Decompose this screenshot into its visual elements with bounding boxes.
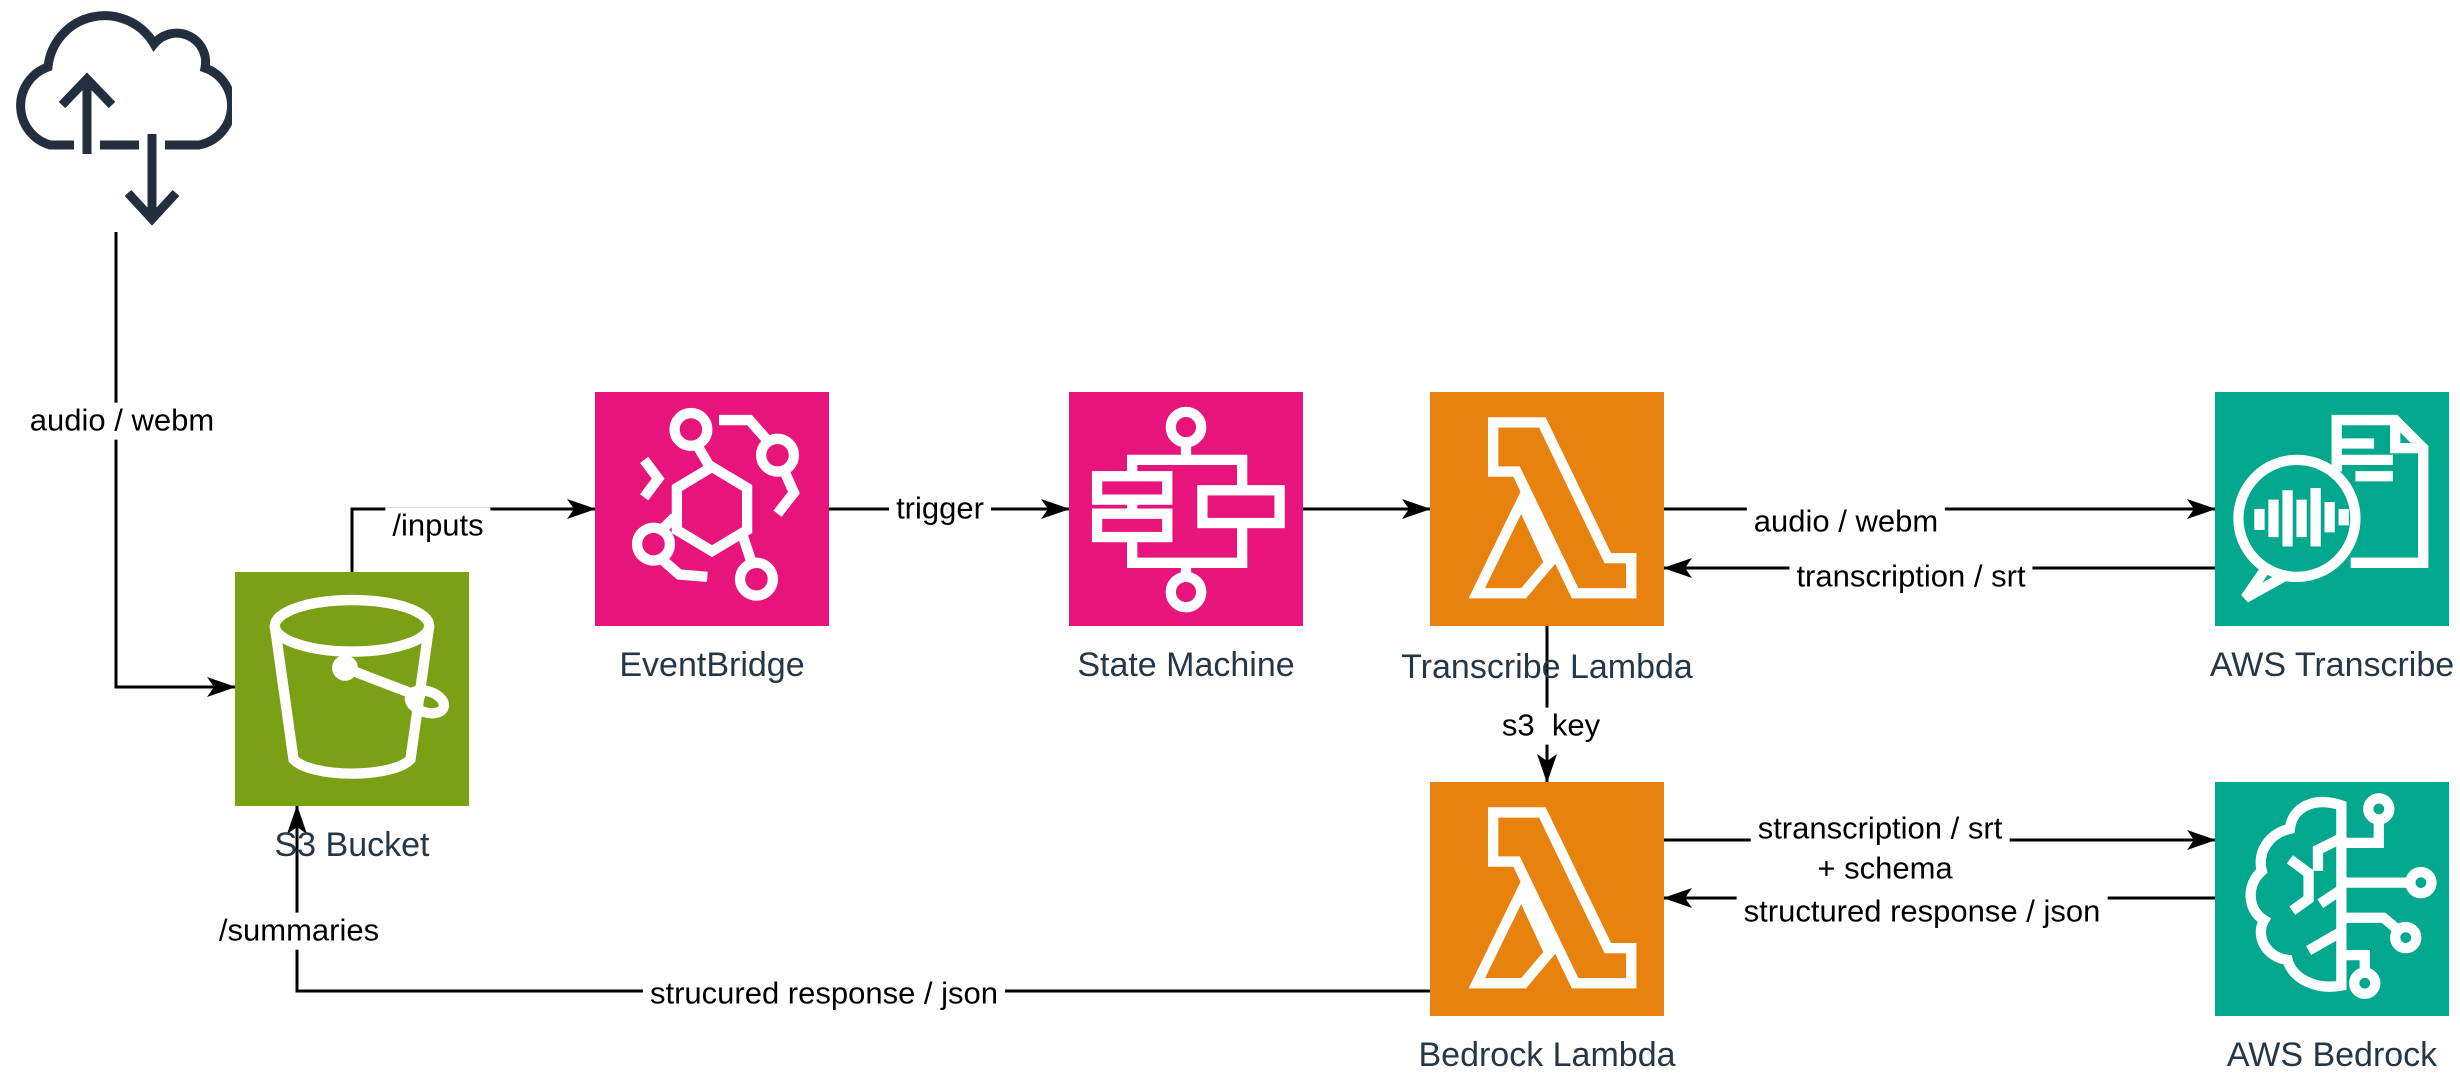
edge-label-inputs: /inputs — [385, 507, 491, 545]
connector-s3-to-eventbridge — [350, 499, 596, 572]
cloud-upload-download-icon — [16, 11, 232, 226]
s3-bucket-icon — [269, 594, 450, 779]
eventbridge-label: EventBridge — [619, 646, 805, 684]
aws-transcribe-label: AWS Transcribe — [2209, 646, 2455, 684]
edge-label-audio-webm-upload: audio / webm — [22, 402, 222, 440]
edge-label-strucured-response-json: strucured response / json — [642, 975, 1006, 1013]
lambda-icon — [1468, 417, 1637, 599]
node-eventbridge — [595, 392, 829, 626]
bedrock-lambda-label: Bedrock Lambda — [1418, 1036, 1676, 1074]
bedrock-brain-circuit-icon — [2245, 793, 2437, 999]
node-bedrock-lambda — [1430, 782, 1664, 1016]
state-machine-icon — [1091, 406, 1285, 613]
node-state-machine — [1069, 392, 1303, 626]
transcribe-lambda-label: Transcribe Lambda — [1401, 648, 1693, 686]
node-aws-bedrock — [2215, 782, 2449, 1016]
edge-label-s3-key: s3 key — [1494, 707, 1608, 745]
edge-label-audio-webm: audio / webm — [1746, 503, 1946, 541]
transcribe-speech-icon — [2233, 414, 2429, 603]
connector-bedrock-lambda-to-s3 — [287, 805, 1430, 993]
edge-label-structured-response-json: structured response / json — [1736, 893, 2108, 931]
aws-bedrock-label: AWS Bedrock — [2226, 1036, 2438, 1074]
node-s3-bucket — [235, 572, 469, 806]
node-transcribe-lambda — [1430, 392, 1664, 626]
connector-cloud-to-s3 — [114, 232, 236, 697]
edge-label-trigger: trigger — [889, 490, 991, 528]
state-machine-label: State Machine — [1077, 646, 1295, 684]
edge-label-stranscription-srt: stranscription / srt — [1750, 810, 2010, 848]
edge-label-transcription-srt: transcription / srt — [1789, 558, 2033, 596]
lambda-icon — [1468, 807, 1637, 989]
node-aws-transcribe — [2215, 392, 2449, 626]
eventbridge-icon — [631, 407, 800, 601]
edge-label-summaries: /summaries — [211, 912, 387, 950]
s3-bucket-label: S3 Bucket — [274, 826, 430, 864]
edge-label-plus-schema: + schema — [1810, 850, 1960, 888]
